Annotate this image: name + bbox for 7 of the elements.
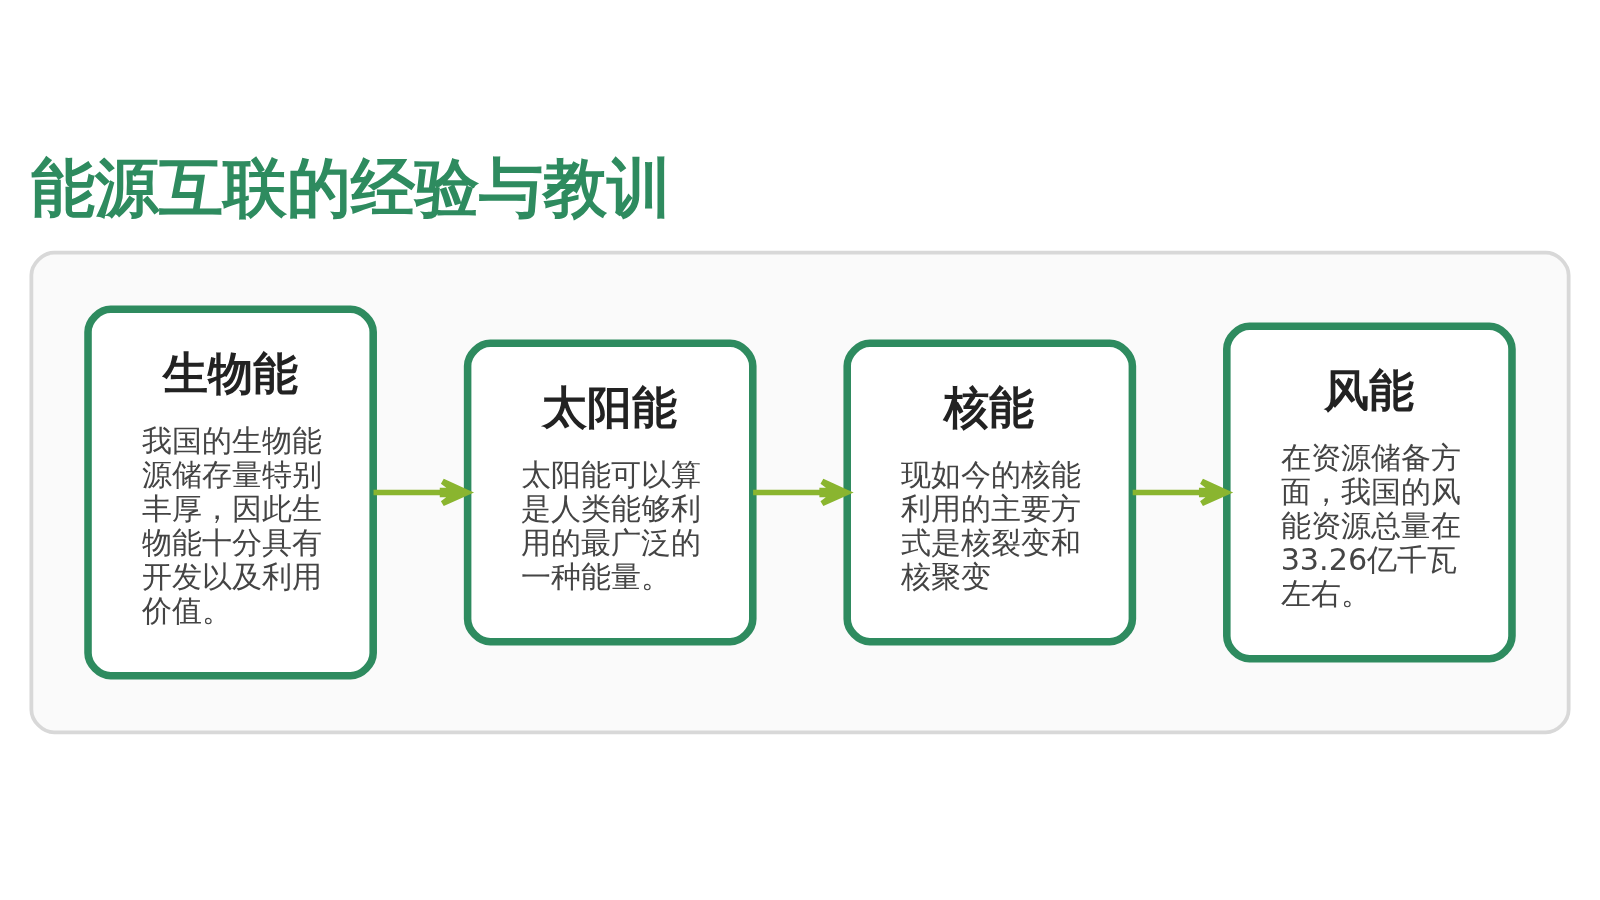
diagram-title: 能源互联的经验与教训 <box>31 149 672 225</box>
node-box: 核能 现如今的核能利用的主要方式是核裂变和核聚变 <box>843 339 1137 646</box>
node-box: 风能 在资源储备方面，我国的风能资源总量在33.26亿千瓦左右。 <box>1223 322 1516 663</box>
arrow <box>1132 478 1230 507</box>
cluster <box>29 250 1571 735</box>
node-box: 生物能 我国的生物能源储存量特别丰厚，因此生物能十分具有开发以及利用价值。 <box>84 305 377 680</box>
node-box: 太阳能 太阳能可以算是人类能够利用的最广泛的一种能量。 <box>463 339 757 646</box>
